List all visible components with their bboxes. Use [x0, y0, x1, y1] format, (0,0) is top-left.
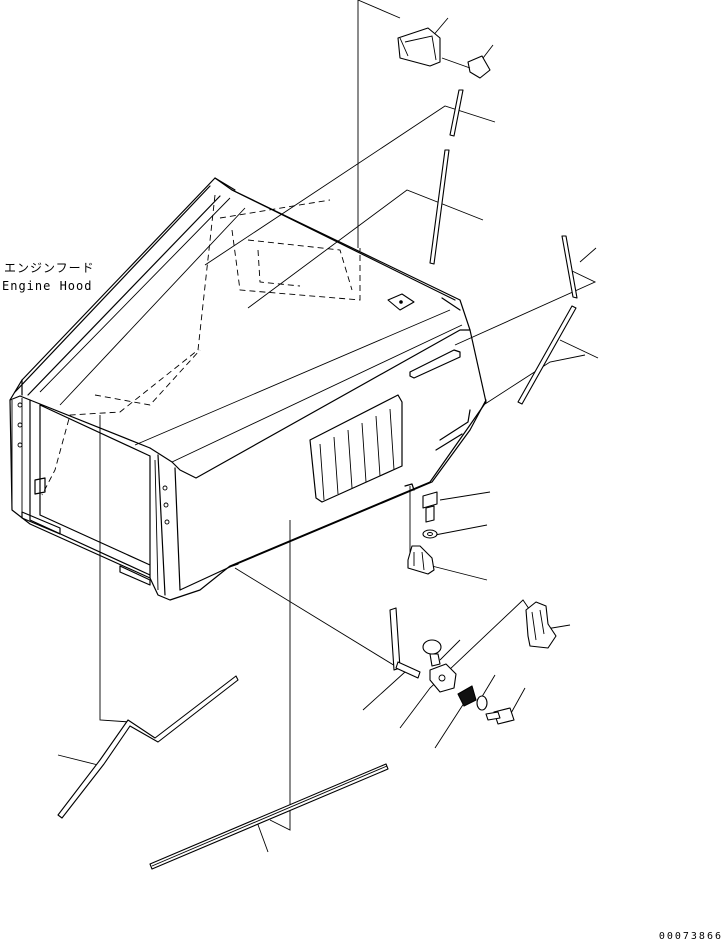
roof-front-edge [215, 178, 460, 310]
bent-rod [58, 676, 238, 818]
washer [423, 530, 437, 538]
side-handle-lower [436, 410, 470, 450]
hood-front-bevel [150, 330, 470, 595]
rivets [18, 403, 169, 524]
lower-tab [232, 484, 414, 566]
part-label-english: Engine Hood [2, 279, 93, 293]
hood-outline [10, 178, 486, 600]
vent-grille [310, 395, 402, 502]
front-frame [10, 396, 150, 578]
mount-bolt [423, 492, 437, 522]
hidden-structure [42, 195, 360, 495]
washer-2 [477, 696, 487, 710]
latch-plate [430, 664, 456, 692]
top-bracket [398, 28, 440, 66]
top-bolt [442, 56, 490, 78]
mount-bracket [408, 546, 434, 574]
front-skid [22, 512, 150, 585]
latch-bracket [526, 602, 556, 648]
drawing-code: 00073866 [658, 931, 723, 942]
bolt-small [486, 708, 514, 724]
knob-bolt [423, 640, 441, 666]
part-label-japanese: エンジンフード [4, 261, 95, 275]
roof-ridge [15, 186, 220, 395]
seal-strip-2 [430, 150, 449, 264]
engine-hood-body [10, 178, 486, 600]
hood-side-lower [180, 400, 486, 590]
front-latch [35, 478, 45, 494]
wedge [458, 686, 476, 706]
front-frame-inner [12, 398, 158, 590]
roof-crease [40, 198, 462, 462]
leader-lines [58, 0, 598, 852]
seal-strip-3 [562, 236, 577, 298]
seal-strip-4 [518, 306, 576, 404]
pin-rod [390, 608, 420, 678]
seal-strip-1 [450, 90, 463, 136]
side-handle-top [410, 350, 460, 378]
